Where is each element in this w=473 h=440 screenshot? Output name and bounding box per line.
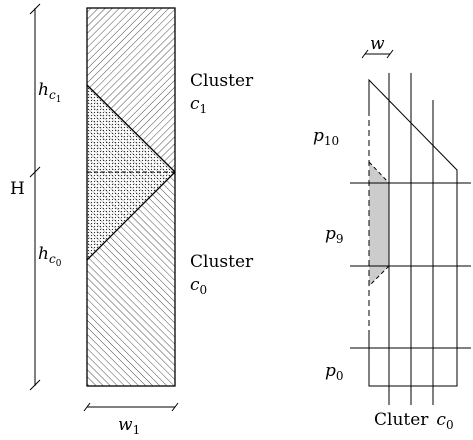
width-w-label: w (370, 34, 385, 54)
width-w1-label: w1 (118, 415, 140, 437)
height-tick-middle (29, 166, 41, 178)
shaded-boundary-top (368, 161, 390, 184)
cluster-c1-word: Cluster (190, 71, 254, 91)
right-width-tick-right (386, 49, 394, 59)
hc1-label: hc1 (38, 80, 61, 105)
partition-p9-shaded-region (369, 162, 389, 286)
cluster-c1-symbol: c1 (190, 94, 207, 116)
cluster-c1-region (87, 8, 175, 172)
cluster-c0-word: Cluster (190, 252, 254, 272)
hc0-label: hc0 (38, 244, 62, 269)
partition-p10-label: p10 (313, 126, 339, 148)
partition-p0-label: p0 (325, 361, 344, 383)
width-tick-left (83, 402, 91, 412)
left-column-figure: H hc1 hc0 Cluster c1 Cluster c0 w1 (10, 3, 254, 437)
height-label: H (10, 179, 25, 199)
cluster-c0-boundary (86, 171, 176, 261)
cluster-outline (368, 78, 458, 387)
height-tick-bottom (29, 379, 41, 391)
height-tick-top (29, 3, 41, 15)
width-tick-right (171, 402, 179, 412)
cluster-c0-symbol: c0 (190, 275, 207, 297)
right-width-tick-left (361, 49, 369, 59)
shaded-boundary-bottom (368, 265, 390, 287)
column-outline (86, 7, 176, 387)
cluster-c0-region (87, 172, 175, 386)
partition-p9-label: p9 (325, 224, 344, 246)
cluster-c1-boundary (86, 84, 176, 173)
